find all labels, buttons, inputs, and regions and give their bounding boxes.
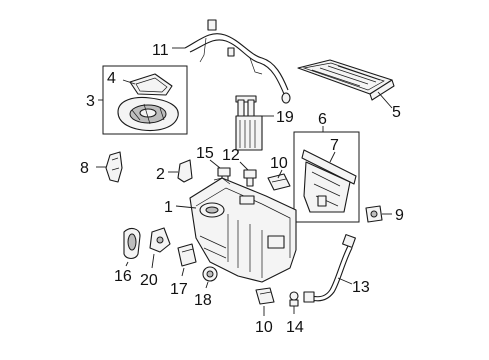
leader-10a [277, 169, 283, 179]
callout-19: 19 [276, 109, 294, 126]
callout-15: 15 [196, 145, 214, 162]
callout-5: 5 [392, 104, 401, 121]
leader-13 [337, 277, 353, 285]
leader-15 [209, 159, 221, 169]
sensor-part [243, 169, 257, 187]
callout-10a: 10 [270, 155, 288, 172]
callout-3: 3 [86, 93, 95, 110]
callout-2: 2 [156, 166, 165, 183]
blower-seal-part [129, 73, 173, 96]
callout-11: 11 [152, 42, 169, 59]
mount-part [149, 227, 171, 253]
callout-13: 13 [352, 279, 370, 296]
callout-16: 16 [114, 268, 132, 285]
callout-4: 4 [107, 70, 116, 87]
leader-12 [239, 161, 249, 171]
leader-18 [205, 281, 209, 289]
evaporator-group-box [293, 131, 360, 223]
callout-10b: 10 [255, 319, 273, 336]
leader-1 [175, 205, 197, 209]
clip-part [365, 205, 383, 223]
leader-17 [181, 267, 185, 277]
evaporator-part [301, 149, 357, 213]
callout-14: 14 [286, 319, 304, 336]
leader-5 [377, 91, 393, 109]
leader-16 [125, 261, 129, 267]
blower-motor-part [117, 96, 179, 132]
module-part [177, 243, 197, 267]
leader-20 [151, 253, 155, 269]
wiring-harness-part [184, 19, 291, 104]
resistor-part [267, 173, 291, 191]
heater-core-part [235, 95, 263, 151]
callout-18: 18 [194, 292, 212, 309]
grommet-part [123, 227, 141, 260]
callout-20: 20 [140, 272, 158, 289]
motor-part [202, 266, 218, 282]
callout-8: 8 [80, 160, 89, 177]
connector-part [255, 287, 275, 305]
duct-part [105, 151, 123, 183]
hose-part [303, 234, 356, 303]
callout-7: 7 [330, 137, 339, 154]
callout-9: 9 [395, 207, 404, 224]
callout-6: 6 [318, 111, 327, 128]
callout-1: 1 [164, 199, 173, 216]
leader-4 [122, 79, 136, 85]
callout-12: 12 [222, 147, 240, 164]
callout-17: 17 [170, 281, 188, 298]
bracket-part [177, 159, 193, 183]
hvac-case-part [189, 177, 297, 283]
leader-7 [329, 151, 336, 163]
filter-cover-part [297, 59, 395, 101]
valve-part [289, 291, 299, 307]
